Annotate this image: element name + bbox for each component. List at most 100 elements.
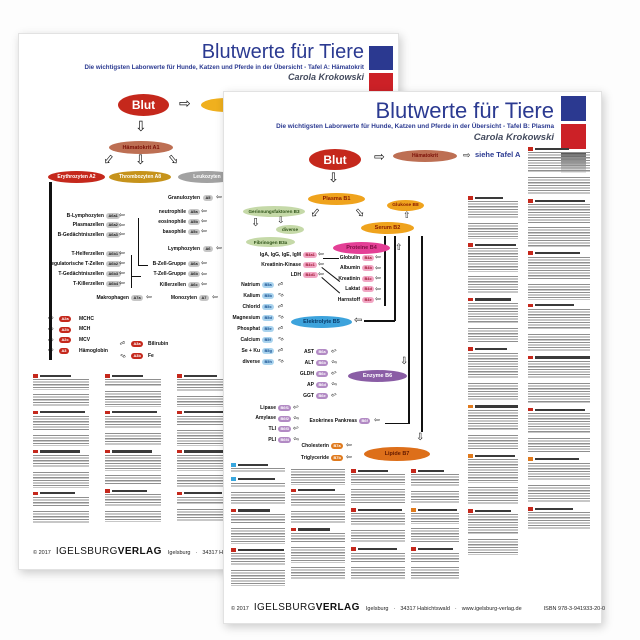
row-arrow-icon: ⇦ [375, 296, 381, 303]
row-arrow-icon: ⇦ [119, 221, 125, 229]
flow-arrow-icon-1: ⇩ [135, 118, 147, 134]
badge-b5d: B5d [262, 314, 275, 321]
section-heading [177, 374, 237, 378]
flow-arrow-icon-0: ⇨ [374, 149, 385, 164]
section-heading [33, 491, 89, 496]
badge-a7a: A7a [131, 294, 144, 301]
siehe-tafel-a-note: siehe Tafel A [475, 150, 521, 159]
flow-node-haematokrit: Hämatokrit [393, 150, 457, 162]
badge-a6a: A6a [188, 260, 201, 267]
row-label-albumin: Albumin [340, 265, 360, 271]
section-heading-bar [40, 450, 81, 453]
section-badge-red [105, 374, 110, 378]
section-badge-red [177, 491, 182, 496]
badge-b6f3: B6f3 [278, 426, 292, 433]
text-section [468, 434, 518, 451]
section-badge-red [231, 547, 236, 552]
text-section [528, 437, 590, 454]
badge-b6f2: B6f2 [278, 415, 292, 422]
text-section [33, 374, 89, 390]
section-badge-red [528, 199, 533, 203]
row-arrow-icon: ⇦ [375, 254, 381, 261]
text-section [105, 432, 161, 446]
footer-item-igelsburg: IGELSBURG [253, 602, 316, 613]
row-label-t-ged-chtniszellen: T-Gedächtniszellen [58, 270, 104, 277]
flow-node-erythrozyten-a2: Erythrozyten A2 [48, 171, 105, 183]
connector-line-1 [394, 236, 396, 321]
section-heading [468, 404, 518, 409]
text-section [231, 547, 285, 567]
row-label-neutrophile: neutrophile [158, 208, 186, 215]
connector-line-6 [323, 257, 339, 259]
section-heading [528, 199, 590, 203]
section-badge-red [468, 297, 473, 302]
section-heading-bar [475, 196, 503, 199]
row-arrow-icon: ⇦ [119, 270, 125, 277]
footer-item-verlag: VERLAG [315, 602, 360, 613]
section-badge-red [291, 527, 296, 532]
text-section [291, 469, 345, 485]
row-label-amylase: Amylase [255, 415, 276, 422]
text-section [528, 484, 590, 503]
badge-b5e: B5e [262, 325, 275, 332]
row-arrow-icon: ⇨ [276, 291, 285, 300]
row-label-kreatinin-kinase: Kreatinin-Kinase [261, 261, 301, 268]
row-arrow-icon: ⇦ [119, 260, 125, 267]
section-heading [528, 355, 590, 360]
section-heading-bar [475, 405, 518, 408]
text-column-0 [33, 374, 89, 542]
flow-node-glukose-b8: Glukose B8 [387, 200, 424, 211]
paragraph-lines [468, 201, 518, 220]
flow-arrow-icon-7: ⇧ [403, 210, 411, 220]
flow-node-haematokrit-a1: Hämatokrit A1 [109, 141, 173, 154]
section-heading-bar [298, 489, 335, 492]
connector-line-2 [138, 265, 148, 267]
text-section [468, 297, 518, 324]
paragraph-lines [468, 514, 518, 536]
row-arrow-icon: ⇨ [48, 336, 54, 344]
row-arrow-icon: ⇦ [330, 358, 338, 367]
text-section [33, 491, 89, 508]
section-heading [468, 242, 518, 247]
text-section [291, 488, 345, 507]
section-heading-bar [475, 509, 511, 512]
author-name: Carola Krokowski [287, 72, 364, 82]
paragraph-lines [231, 528, 285, 544]
row-label-kalium: Kalium [243, 292, 260, 299]
flow-arrow-icon-8: ⇧ [395, 242, 403, 252]
row-label-lymphozyten: Lymphozyten [167, 245, 200, 252]
row-arrow-icon: ⇦ [146, 294, 152, 301]
row-label-chlorid: Chlorid [242, 303, 261, 310]
row-arrow-icon: ⇦ [119, 231, 125, 238]
flow-node-fibrinogen-b3a: Fibrinogen B3a [246, 237, 295, 247]
footer-item-item: · [393, 606, 396, 612]
section-heading-bar [535, 147, 570, 150]
badge-a5b: A5b [188, 218, 201, 225]
text-section [468, 509, 518, 536]
paragraph-lines [528, 437, 590, 454]
section-badge-red [33, 449, 38, 454]
badge-b6a: B6a [316, 348, 329, 355]
section-heading [528, 407, 590, 412]
section-heading-bar [184, 374, 217, 377]
section-heading-bar [238, 463, 268, 466]
badge-b5f: B5f [262, 336, 274, 343]
flow-node-serum-b2: Serum B2 [361, 222, 414, 234]
row-label-h-moglobin: Hämoglobin [79, 347, 108, 354]
text-section [177, 396, 237, 407]
row-label-diverse: diverse [242, 358, 260, 365]
section-heading-bar [298, 528, 330, 531]
text-section [528, 507, 590, 531]
badge-a3a: A3a [131, 340, 144, 347]
text-column-5 [411, 469, 459, 597]
flow-arrow-icon-3: ⇩ [306, 204, 324, 222]
flow-arrow-icon-9: ⇦ [354, 315, 363, 326]
row-arrow-icon: ⇨ [276, 313, 285, 322]
paragraph-lines [33, 435, 89, 446]
footer-item-item: · [454, 606, 457, 612]
paragraph-lines [291, 532, 345, 544]
section-heading [177, 449, 237, 454]
connector-line-3 [131, 255, 133, 288]
row-arrow-icon: ⇦ [292, 403, 300, 412]
connector-line-1 [138, 218, 140, 266]
